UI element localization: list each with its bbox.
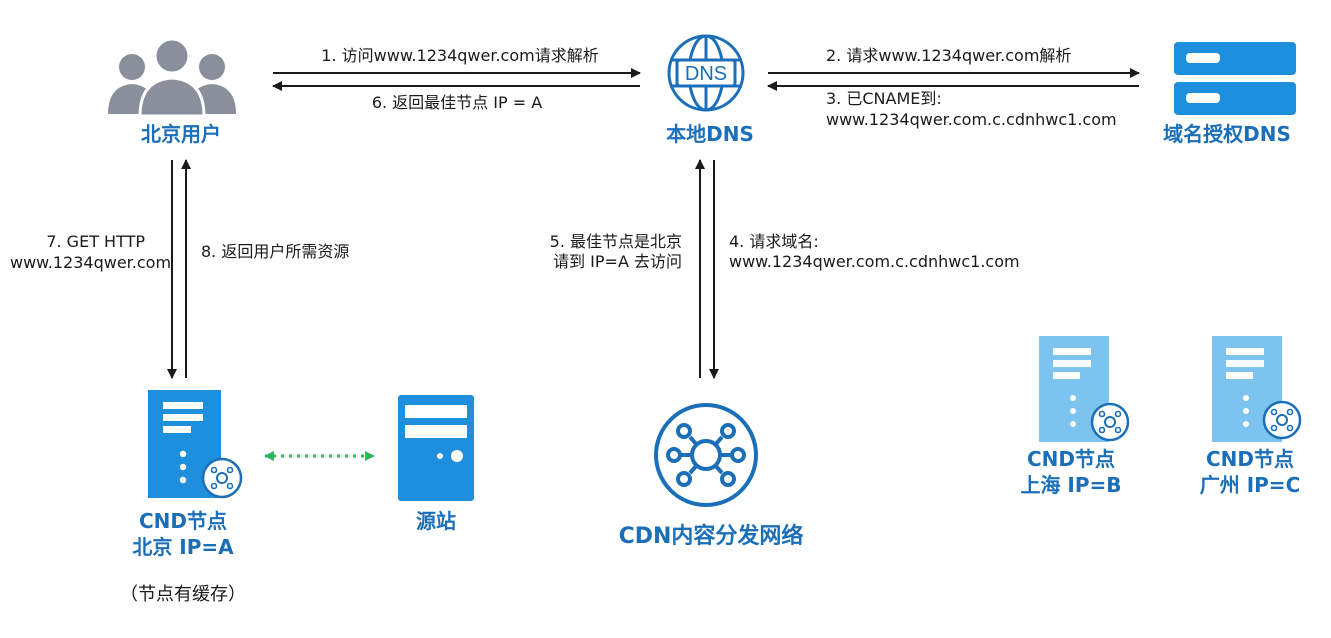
step-6-label: 6. 返回最佳节点 IP = A xyxy=(371,93,543,112)
step-7-label-line1: 7. GET HTTP xyxy=(46,232,145,251)
step-4-label-line1: 4. 请求域名: xyxy=(729,232,819,251)
node-title-cdn-beijing-line1: CND节点 xyxy=(138,509,228,533)
node-title-cdn-guangzhou-line2: 广州 IP=C xyxy=(1199,473,1301,497)
node-title-cdn-network: CDN内容分发网络 xyxy=(618,524,804,549)
users-icon xyxy=(108,37,236,118)
node-title-cdn-beijing-line2: 北京 IP=A xyxy=(132,535,234,559)
cdn-server-icon xyxy=(1039,336,1130,442)
node-title-cdn-shanghai-line1: CND节点 xyxy=(1026,447,1116,471)
step-8-label: 8. 返回用户所需资源 xyxy=(201,242,350,261)
node-title-cdn-shanghai-line2: 上海 IP=B xyxy=(1020,473,1122,497)
node-title-auth-dns: 域名授权DNS xyxy=(1163,122,1291,146)
server-rack-icon xyxy=(1174,42,1296,115)
step-7-label-line2: www.1234qwer.com xyxy=(10,253,172,272)
step-5-label-line1: 5. 最佳节点是北京 xyxy=(549,232,682,251)
step-4-label-line2: www.1234qwer.com.c.cdnhwc1.com xyxy=(729,252,1020,271)
cdn-server-icon xyxy=(1212,336,1302,442)
dns-globe-icon xyxy=(667,34,745,112)
node-title-local-dns: 本地DNS xyxy=(666,122,754,146)
step-2-label: 2. 请求www.1234qwer.com解析 xyxy=(826,46,1072,65)
step-1-label: 1. 访问www.1234qwer.com请求解析 xyxy=(321,46,599,65)
step-3-label-line2: www.1234qwer.com.c.cdnhwc1.com xyxy=(826,110,1117,129)
dns-badge-text: DNS xyxy=(685,63,727,85)
step-5-label-line2: 请到 IP=A 去访问 xyxy=(553,252,682,271)
node-title-cdn-guangzhou-line1: CND节点 xyxy=(1205,447,1295,471)
cdn-server-icon xyxy=(148,390,243,499)
origin-server-icon xyxy=(398,395,474,501)
node-title-origin: 源站 xyxy=(416,509,456,533)
step-3-label-line1: 3. 已CNAME到: xyxy=(826,89,942,108)
network-hub-icon xyxy=(654,403,758,507)
node-title-beijing-user: 北京用户 xyxy=(141,122,221,146)
cache-note: （节点有缓存） xyxy=(120,584,246,605)
